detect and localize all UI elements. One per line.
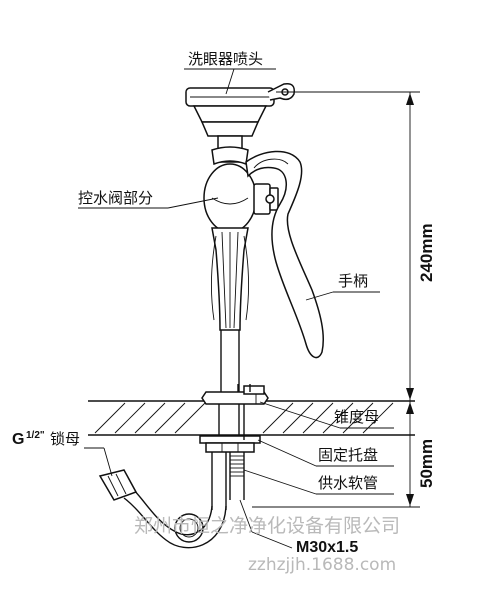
spray-head — [185, 82, 296, 137]
label-lock-nut-prefix: G — [12, 431, 24, 448]
watermark-company: 郑州市恒之净净化设备有限公司 — [134, 515, 400, 537]
label-thread-spec: M30x1.5 — [296, 539, 358, 556]
dimension-lower-label: 50mm — [417, 439, 436, 488]
vertical-pipe — [201, 330, 269, 405]
supply-hose — [98, 469, 227, 549]
label-eyewash-head: 洗眼器喷头 — [188, 50, 263, 68]
watermark-site: zzhzjjh.1688.com — [248, 555, 396, 575]
fluted-column — [210, 227, 250, 331]
dimension-upper-label: 240mm — [417, 223, 436, 282]
hose-coupling — [98, 469, 138, 501]
dimension-lines — [252, 91, 420, 508]
threaded-section — [229, 452, 245, 500]
valve-body — [203, 163, 279, 233]
head-neck — [211, 135, 249, 166]
under-counter-assembly — [199, 384, 261, 510]
lever-handle — [245, 150, 325, 359]
label-lock-nut-fraction: 1/2" — [26, 430, 45, 441]
label-cone-nut: 锥度母 — [334, 408, 379, 426]
label-handle: 手柄 — [338, 272, 368, 290]
label-fixed-tray: 固定托盘 — [318, 446, 378, 464]
label-valve-part: 控水阀部分 — [78, 189, 153, 207]
leader-lines — [78, 68, 394, 549]
label-supply-hose: 供水软管 — [318, 474, 378, 492]
label-lock-nut: 锁母 — [50, 430, 80, 448]
